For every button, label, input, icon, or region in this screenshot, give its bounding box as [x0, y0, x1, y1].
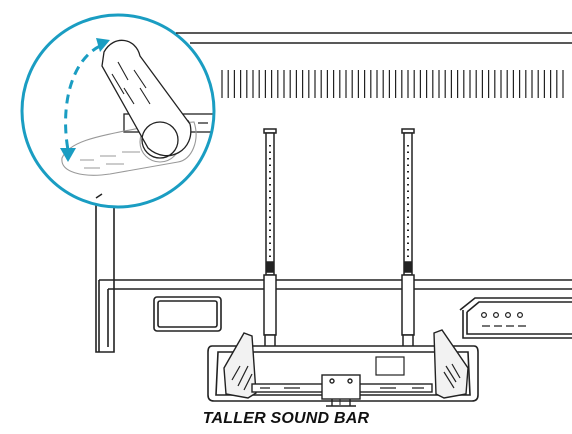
- zoom-leader-lines: [95, 32, 190, 199]
- caption: TALLER SOUND BAR: [202, 410, 370, 427]
- sound-bar-label-plate: [375, 356, 405, 376]
- side-bracket-right: [433, 329, 469, 399]
- zoom-detail-circle: [20, 13, 216, 209]
- vent-grille: [221, 70, 564, 98]
- connector-panel: [459, 297, 572, 311]
- center-clamp: [321, 374, 361, 407]
- tv-back-panel: [95, 32, 572, 353]
- left-recess: [153, 296, 222, 332]
- connector-ports: [481, 312, 526, 327]
- dashed-curved-double-arrow-icon: [60, 38, 110, 162]
- side-bracket-left: [223, 332, 257, 399]
